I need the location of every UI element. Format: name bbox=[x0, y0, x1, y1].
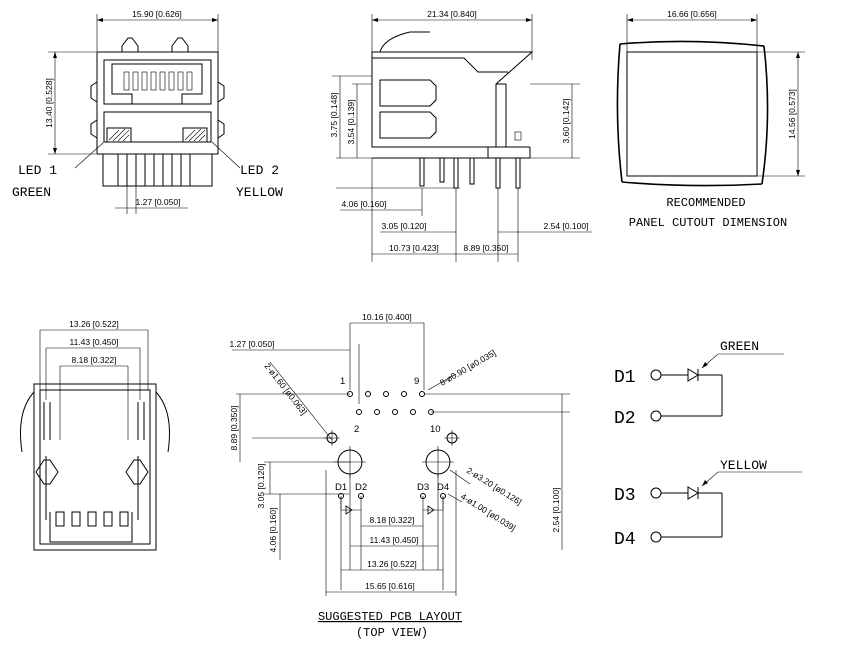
led2-window bbox=[182, 127, 208, 143]
pcb-dim-pitch: 1.27 [0.050] bbox=[230, 339, 275, 349]
pcb-caption-1: SUGGESTED PCB LAYOUT bbox=[318, 610, 462, 624]
led1-label: LED 1 bbox=[18, 163, 57, 178]
side-dim-b: 3.54 [0.139] bbox=[346, 100, 356, 145]
pcb-pin-2: 2 bbox=[354, 424, 359, 435]
schem-d4: D4 bbox=[614, 530, 636, 550]
schem-d1: D1 bbox=[614, 368, 636, 388]
cutout-caption-2: PANEL CUTOUT DIMENSION bbox=[629, 216, 787, 230]
pcb-dim-left-b: 3.05 [0.120] bbox=[256, 464, 266, 509]
pcb-hole-led-note: 2-ø1.60 [ø0.063] bbox=[262, 361, 309, 417]
pcb-hole-signal-note: 8-ø0.90 [ø0.035] bbox=[438, 348, 497, 388]
led-schematic: D1 D2 GREEN D3 D4 YELLOW bbox=[614, 339, 802, 550]
side-dim-e: 3.05 [0.120] bbox=[382, 221, 427, 231]
front-height-dim: 13.40 [0.528] bbox=[44, 78, 54, 128]
schem-yellow-label: YELLOW bbox=[720, 458, 767, 473]
pcb-layout: 10.16 [0.400] 1.27 [0.050] 2-ø1.60 [ø0.0… bbox=[229, 312, 570, 640]
pcb-dim-bottom-a: 8.18 [0.322] bbox=[370, 515, 415, 525]
cutout-width-dim: 16.66 [0.656] bbox=[667, 9, 717, 19]
pcb-caption-2: (TOP VIEW) bbox=[356, 626, 428, 640]
side-dim-d: 4.06 [0.160] bbox=[342, 199, 387, 209]
schem-green-label: GREEN bbox=[720, 339, 759, 354]
pcb-dim-left-a: 8.89 [0.350] bbox=[229, 406, 239, 451]
cutout-outline bbox=[626, 51, 758, 177]
pcb-pin-9: 9 bbox=[414, 376, 419, 387]
schem-d3: D3 bbox=[614, 486, 636, 506]
side-length-dim: 21.34 [0.840] bbox=[427, 9, 477, 19]
pcb-d1: D1 bbox=[335, 482, 347, 493]
top-dim-mid: 11.43 [0.450] bbox=[70, 337, 119, 347]
side-dim-a: 3.75 [0.148] bbox=[329, 93, 339, 138]
pcb-signal-holes bbox=[347, 391, 434, 415]
cutout-caption-1: RECOMMENDED bbox=[666, 196, 745, 210]
pcb-d3: D3 bbox=[417, 482, 429, 493]
led1-window bbox=[106, 127, 132, 143]
side-dim-f: 2.54 [0.100] bbox=[544, 221, 589, 231]
pcb-dim-bottom-d: 15.65 [0.616] bbox=[365, 581, 415, 591]
top-dim-outer: 13.26 [0.522] bbox=[69, 319, 119, 329]
front-width-dim: 15.90 [0.626] bbox=[132, 9, 182, 19]
pcb-d4: D4 bbox=[437, 482, 449, 493]
front-pitch-dim: 1.27 [0.050] bbox=[136, 197, 181, 207]
panel-cutout: 16.66 [0.656] 14.56 [0.573] RECOMMENDED … bbox=[616, 9, 805, 230]
side-dim-g: 10.73 [0.423] bbox=[389, 243, 439, 253]
side-dim-c: 3.60 [0.142] bbox=[561, 99, 571, 144]
pcb-d2: D2 bbox=[355, 482, 367, 493]
pcb-dim-bottom-b: 11.43 [0.450] bbox=[370, 535, 419, 545]
side-view: 21.34 [0.840] 3.75 [0.148] 3.54 [0.139] bbox=[329, 9, 592, 262]
side-dim-h: 8.89 [0.350] bbox=[464, 243, 509, 253]
pcb-dim-top: 10.16 [0.400] bbox=[362, 312, 412, 322]
pcb-pin-10: 10 bbox=[430, 424, 441, 435]
top-view: 13.26 [0.522] 11.43 [0.450] 8.18 [0.322] bbox=[20, 319, 170, 551]
led2-label: LED 2 bbox=[240, 163, 279, 178]
led2-color: YELLOW bbox=[236, 185, 283, 200]
pcb-dim-right: 2.54 [0.100] bbox=[551, 488, 561, 533]
pcb-pin-1: 1 bbox=[340, 376, 345, 387]
pcb-dim-left-c: 4.06 [0.160] bbox=[268, 508, 278, 553]
schem-d2: D2 bbox=[614, 409, 636, 429]
front-view: 15.90 [0.626] 13.40 [0.528] bbox=[12, 9, 283, 214]
pcb-dim-bottom-c: 13.26 [0.522] bbox=[367, 559, 417, 569]
led1-color: GREEN bbox=[12, 185, 51, 200]
top-dim-inner: 8.18 [0.322] bbox=[72, 355, 117, 365]
cutout-height-dim: 14.56 [0.573] bbox=[787, 89, 797, 139]
